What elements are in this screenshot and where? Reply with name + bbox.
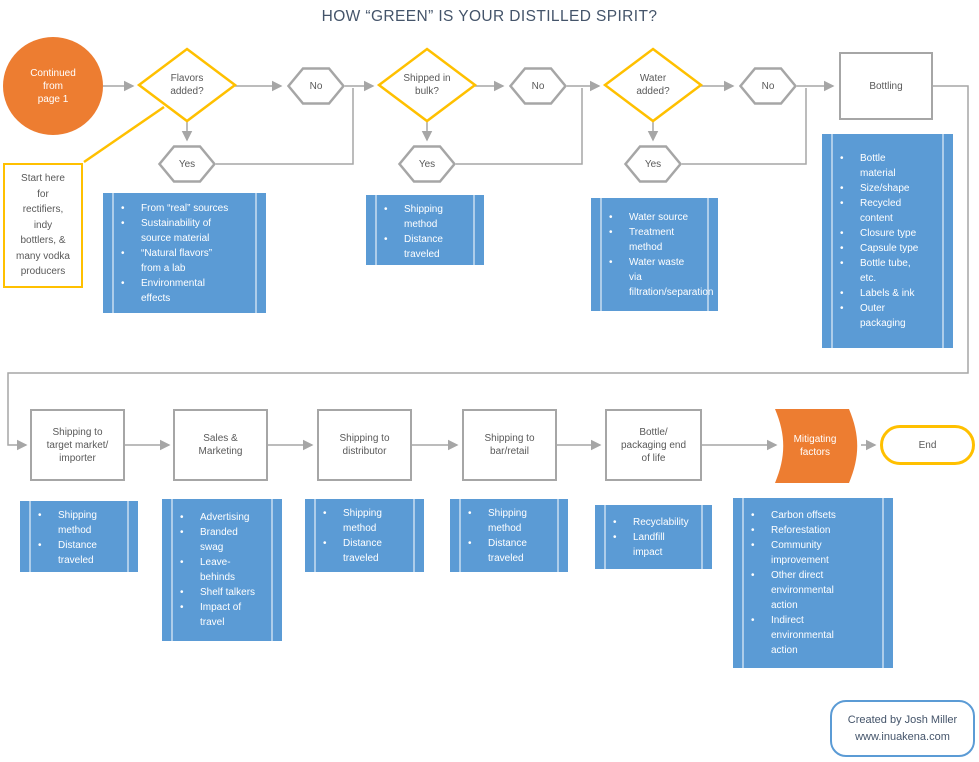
list-item: Carbon offsets bbox=[733, 508, 861, 523]
factors-list: Bottle materialSize/shapeRecycled conten… bbox=[822, 144, 953, 338]
factors-list-flavors: From “real” sourcesSustainability of sou… bbox=[103, 193, 266, 313]
factors-list-eol: RecyclabilityLandfill impact bbox=[595, 505, 712, 569]
list-item: Impact of travel bbox=[162, 600, 260, 630]
list-item: Shipping method bbox=[305, 506, 406, 536]
start-here-note: Start here for rectifiers, indy bottlers… bbox=[3, 163, 83, 288]
list-item: Shipping method bbox=[20, 508, 121, 538]
list-item: Sustainability of source material bbox=[103, 216, 234, 246]
list-item: Recyclability bbox=[595, 515, 696, 530]
factors-list: Shipping methodDistance traveled bbox=[450, 499, 568, 573]
list-item: Environmental effects bbox=[103, 276, 234, 306]
list-item: Shipping method bbox=[450, 506, 551, 536]
list-item: Treatment method bbox=[591, 225, 695, 255]
factors-list: From “real” sourcesSustainability of sou… bbox=[103, 194, 266, 313]
factors-list-bottling: Bottle materialSize/shapeRecycled conten… bbox=[822, 134, 953, 348]
end-label: End bbox=[918, 439, 937, 451]
continued-from-label: Continued from page 1 bbox=[30, 67, 76, 105]
factors-list-shipping-distributor: Shipping methodDistance traveled bbox=[305, 499, 424, 572]
factors-list-shipping-bar: Shipping methodDistance traveled bbox=[450, 499, 568, 572]
factors-list: RecyclabilityLandfill impact bbox=[595, 508, 712, 567]
list-item: “Natural flavors” from a lab bbox=[103, 246, 234, 276]
list-item: Water source bbox=[591, 210, 695, 225]
list-item: Landfill impact bbox=[595, 530, 696, 560]
list-item: Shipping method bbox=[366, 202, 467, 232]
factors-list-water: Water sourceTreatment methodWater waste … bbox=[591, 198, 718, 311]
factors-list: Water sourceTreatment methodWater waste … bbox=[591, 203, 718, 307]
list-item: Shelf talkers bbox=[162, 585, 260, 600]
list-item: Bottle material bbox=[822, 151, 921, 181]
list-item: Distance traveled bbox=[305, 536, 406, 566]
connector-yes1-merge bbox=[216, 88, 354, 165]
list-item: Labels & ink bbox=[822, 286, 921, 301]
connector-bottling-to-row2 bbox=[7, 85, 969, 451]
list-item: Size/shape bbox=[822, 181, 921, 196]
factors-list-mitigating: Carbon offsetsReforestationCommunity imp… bbox=[733, 498, 893, 668]
end-node: End bbox=[880, 425, 975, 465]
factors-list-shipping-target: Shipping methodDistance traveled bbox=[20, 501, 138, 572]
credit-author: Created by Josh Miller bbox=[847, 714, 958, 726]
factors-list: AdvertisingBranded swagLeave-behindsShel… bbox=[162, 503, 282, 637]
bottling-step: Bottling bbox=[839, 52, 933, 120]
list-item: Capsule type bbox=[822, 241, 921, 256]
list-item: Distance traveled bbox=[20, 538, 121, 568]
step-label: Bottle/ packaging end of life bbox=[620, 426, 687, 464]
connector-yes2-merge bbox=[456, 88, 583, 165]
connector-yes3-merge bbox=[682, 88, 807, 165]
step-label: Shipping to bar/retail bbox=[484, 433, 535, 457]
list-item: Recycled content bbox=[822, 196, 921, 226]
factors-list: Shipping methodDistance traveled bbox=[366, 195, 484, 269]
list-item: Community improvement bbox=[733, 538, 861, 568]
list-item: From “real” sources bbox=[103, 201, 234, 216]
list-item: Indirect environmental action bbox=[733, 613, 861, 658]
factors-list-bulk-shipping: Shipping methodDistance traveled bbox=[366, 195, 484, 265]
factors-list: Carbon offsetsReforestationCommunity imp… bbox=[733, 501, 893, 665]
factors-list-sales-marketing: AdvertisingBranded swagLeave-behindsShel… bbox=[162, 499, 282, 641]
continued-from-page1-node: Continued from page 1 bbox=[3, 37, 103, 135]
list-item: Reforestation bbox=[733, 523, 861, 538]
list-item: Outer packaging bbox=[822, 301, 921, 331]
list-item: Distance traveled bbox=[366, 232, 467, 262]
step-label: Shipping to distributor bbox=[339, 433, 390, 457]
list-item: Other direct environmental action bbox=[733, 568, 861, 613]
factors-list: Shipping methodDistance traveled bbox=[305, 499, 424, 573]
list-item: Bottle tube, etc. bbox=[822, 256, 921, 286]
factors-list: Shipping methodDistance traveled bbox=[20, 501, 138, 575]
start-here-label: Start here for rectifiers, indy bottlers… bbox=[16, 173, 70, 278]
step-label: Shipping to target market/ importer bbox=[46, 426, 109, 464]
flowchart-title: HOW “GREEN” IS YOUR DISTILLED SPIRIT? bbox=[321, 8, 658, 25]
list-item: Branded swag bbox=[162, 525, 260, 555]
list-item: Advertising bbox=[162, 510, 260, 525]
list-item: Distance traveled bbox=[450, 536, 551, 566]
bottling-label: Bottling bbox=[869, 80, 903, 92]
step-shipping-target-market: Shipping to target market/ importer bbox=[30, 409, 125, 481]
credit-box: Created by Josh Miller www.inuakena.com bbox=[830, 700, 975, 757]
list-item: Water waste via filtration/separation bbox=[591, 255, 714, 300]
credit-url: www.inuakena.com bbox=[855, 730, 950, 743]
step-shipping-distributor: Shipping to distributor bbox=[317, 409, 412, 481]
step-bottle-packaging-eol: Bottle/ packaging end of life bbox=[605, 409, 702, 481]
list-item: Closure type bbox=[822, 226, 921, 241]
step-label: Sales & Marketing bbox=[198, 433, 243, 457]
step-sales-marketing: Sales & Marketing bbox=[173, 409, 268, 481]
list-item: Leave-behinds bbox=[162, 555, 260, 585]
step-shipping-bar-retail: Shipping to bar/retail bbox=[462, 409, 557, 481]
